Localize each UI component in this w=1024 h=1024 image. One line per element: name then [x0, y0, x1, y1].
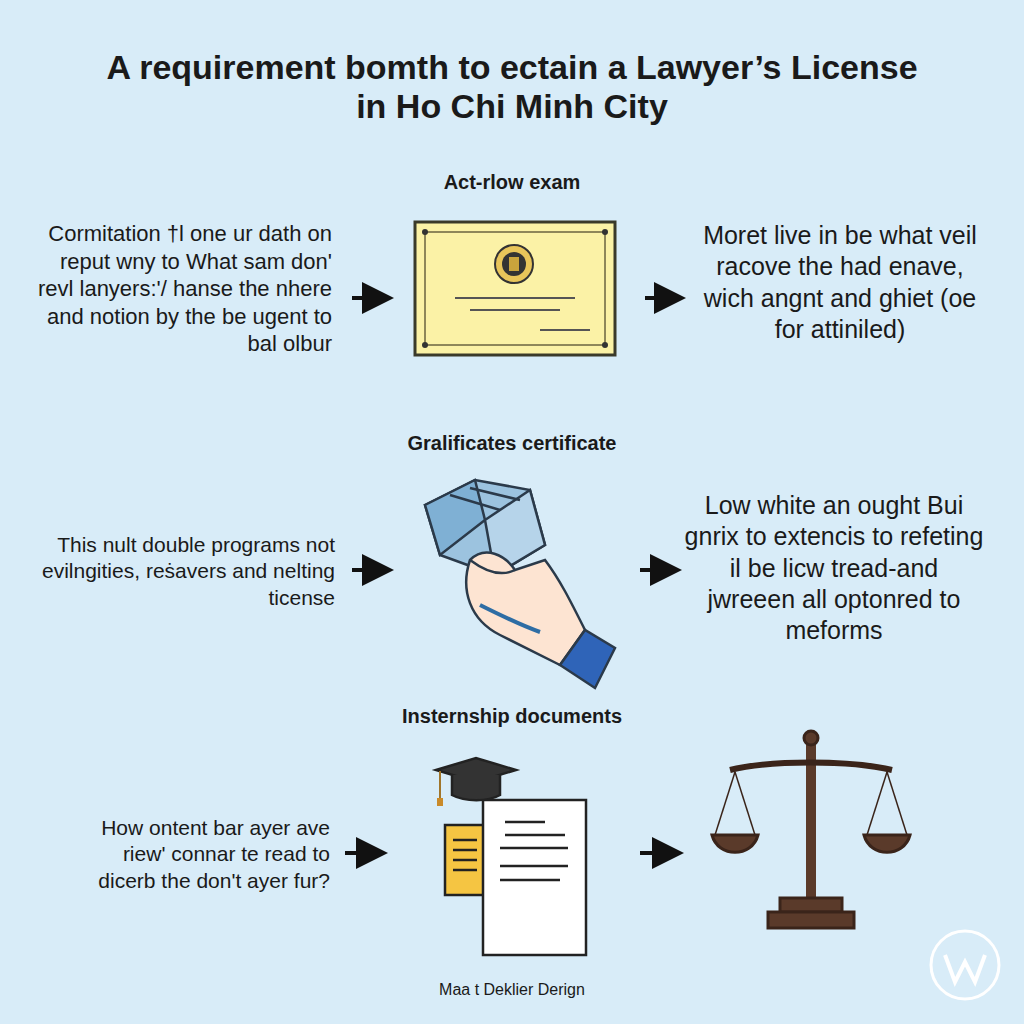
left-description: Cormitation †l one ur dath on reput wny … [30, 220, 332, 358]
section-heading: Act-rlow exam [312, 170, 712, 195]
right-description: Low white an ought Bui gnrix to extencis… [684, 490, 984, 646]
page-title: A requirement bomth to ectain a Lawyer’s… [90, 48, 934, 126]
certificate-icon [415, 222, 615, 355]
section-heading: Gralificates certificate [312, 431, 712, 456]
scales-of-justice [712, 731, 910, 928]
left-description: How ontent bar ayer ave riew' connar te … [60, 815, 330, 894]
hand-with-box-icon [425, 480, 615, 688]
section-heading: Insternship documents [312, 704, 712, 729]
document-icon [436, 758, 586, 955]
right-description: Moret live in be what veil racove the ha… [690, 220, 990, 345]
footer-credit: Maa t Deklier Derign [312, 980, 712, 1000]
watermark-logo [931, 931, 999, 999]
flow-arrows [345, 298, 678, 853]
left-description: This nult double programs not evilngitie… [30, 532, 335, 611]
